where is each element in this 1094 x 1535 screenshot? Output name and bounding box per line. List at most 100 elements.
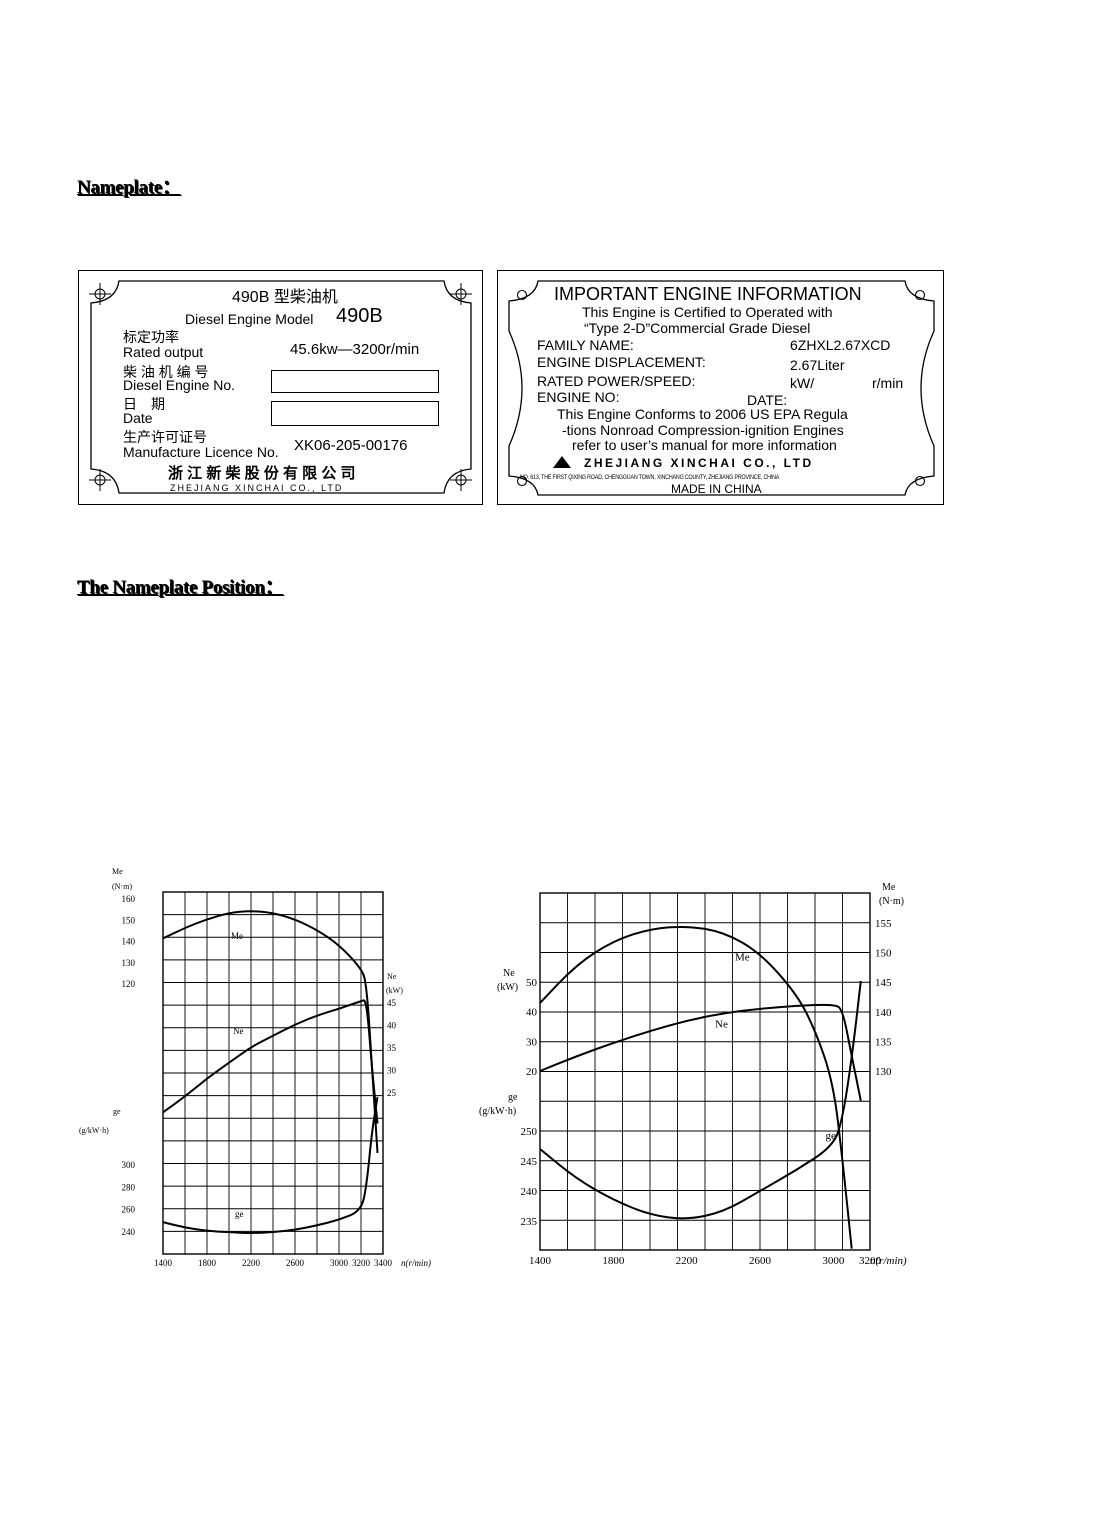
displacement-value: 2.67Liter: [790, 357, 845, 373]
fuel-tick-label: 300: [122, 1160, 136, 1170]
epa-line2: “Type 2-D”Commercial Grade Diesel: [584, 320, 811, 336]
power-axis-unit: (kW): [386, 986, 403, 995]
displacement-label: ENGINE DISPLACEMENT:: [537, 354, 706, 370]
series-ne-line: [539, 1003, 862, 1101]
fuel-tick-label: 240: [122, 1227, 136, 1237]
nameplate-heading: Nameplate：: [77, 177, 181, 198]
chart-grid: [539, 892, 871, 1251]
power-unit-rpm: r/min: [872, 375, 904, 391]
x-tick-label: 3000: [822, 1255, 845, 1267]
power-axis-unit: (kW): [497, 982, 518, 993]
date-label: DATE:: [747, 392, 788, 408]
power-tick-label: 30: [387, 1066, 397, 1076]
epa-line1: This Engine is Certified to Operated wit…: [582, 304, 833, 320]
licence-value: XK06-205-00176: [294, 437, 408, 454]
torque-axis-name: Me: [112, 867, 123, 876]
x-tick-label: 1400: [154, 1258, 173, 1268]
engine-no-label: ENGINE NO:: [537, 389, 620, 405]
torque-tick-label: 150: [875, 948, 892, 960]
plate-left-outline: [89, 280, 472, 494]
power-tick-label: 30: [526, 1036, 538, 1048]
rated-cn: 标定功率: [123, 329, 179, 345]
nameplate-490b: 490B 型柴油机 Diesel Engine Model 490B 标定功率 …: [78, 270, 483, 505]
epa-conform-3: refer to user’s manual for more informat…: [572, 437, 837, 453]
fuel-tick-label: 240: [521, 1186, 538, 1198]
rated-value: 45.6kw—3200r/min: [290, 341, 420, 358]
series-label: ge: [235, 1209, 244, 1219]
torque-tick-label: 145: [875, 977, 892, 989]
model-label: Diesel Engine Model: [185, 311, 314, 327]
chart-grid: [162, 891, 384, 1255]
licence-cn: 生产许可证号: [123, 429, 207, 445]
power-tick-label: 35: [387, 1043, 397, 1053]
fuel-axis-unit: (g/kW·h): [79, 1126, 109, 1135]
series-label: Ne: [715, 1019, 728, 1031]
position-heading: The Nameplate Position：: [77, 577, 284, 598]
fuel-tick-label: 260: [122, 1205, 136, 1215]
power-tick-label: 25: [387, 1088, 397, 1098]
x-tick-label: 2200: [242, 1258, 261, 1268]
x-tick-label: 2600: [749, 1255, 772, 1267]
x-tick-label: 3200: [859, 1255, 882, 1267]
company-en: ZHEJIANG XINCHAI CO., LTD: [170, 483, 344, 493]
power-label: RATED POWER/SPEED:: [537, 373, 696, 389]
power-axis-name: Ne: [503, 968, 515, 979]
series-label: Me: [231, 931, 243, 941]
fuel-axis-name: ge: [508, 1092, 518, 1103]
epa-conform-2: -tions Nonroad Compression-ignition Engi…: [562, 422, 844, 438]
power-tick-label: 50: [526, 977, 538, 989]
x-tick-label: 1800: [198, 1258, 217, 1268]
plate-right-outline: [508, 280, 935, 496]
torque-tick-label: 120: [122, 979, 136, 989]
epa-title: IMPORTANT ENGINE INFORMATION: [554, 284, 862, 304]
engine-no-cn: 柴 油 机 编 号: [123, 364, 209, 380]
torque-axis-unit: (N·m): [879, 896, 904, 907]
series-me-line: [162, 910, 379, 1154]
fuel-tick-label: 280: [122, 1182, 136, 1192]
fuel-axis-name: ge: [113, 1107, 121, 1116]
torque-tick-label: 135: [875, 1036, 892, 1048]
x-tick-label: 3000: [330, 1258, 349, 1268]
series-ne-line: [162, 999, 379, 1124]
x-axis-label: n(r/min): [401, 1258, 431, 1268]
rated-label: Rated output: [123, 344, 204, 360]
series-label: ge: [826, 1130, 837, 1142]
torque-tick-label: 130: [875, 1066, 892, 1078]
series-label: Me: [735, 952, 750, 964]
x-tick-label: 3400: [374, 1258, 393, 1268]
fuel-axis-unit: (g/kW·h): [479, 1106, 516, 1117]
torque-tick-label: 130: [122, 958, 136, 968]
epa-company: ZHEJIANG XINCHAI CO., LTD: [584, 456, 814, 470]
licence-label: Manufacture Licence No.: [123, 444, 279, 460]
xinchai-logo-icon: [553, 456, 571, 468]
torque-axis-name: Me: [882, 882, 896, 893]
family-value: 6ZHXL2.67XCD: [790, 337, 891, 353]
x-tick-label: 2600: [286, 1258, 305, 1268]
x-tick-label: 3200: [352, 1258, 371, 1268]
power-tick-label: 20: [526, 1066, 538, 1078]
power-tick-label: 40: [526, 1007, 538, 1019]
date-label: Date: [123, 410, 153, 426]
family-label: FAMILY NAME:: [537, 337, 634, 353]
fuel-tick-label: 250: [521, 1126, 538, 1138]
engine-no-label: Diesel Engine No.: [123, 377, 236, 393]
series-label: Ne: [233, 1026, 244, 1036]
torque-tick-label: 160: [122, 894, 136, 904]
power-axis-name: Ne: [387, 972, 397, 981]
torque-tick-label: 140: [875, 1007, 892, 1019]
fuel-tick-label: 245: [521, 1156, 538, 1168]
plate-title-cn: 490B 型柴油机: [232, 289, 338, 306]
torque-axis-unit: (N·m): [112, 882, 132, 891]
made-in-china: MADE IN CHINA: [671, 482, 762, 496]
series-ge-line: [162, 1096, 379, 1234]
company-cn: 浙 江 新 柴 股 份 有 限 公 司: [168, 465, 356, 482]
x-tick-label: 2200: [676, 1255, 699, 1267]
series-ge-line: [539, 980, 862, 1220]
epa-address: NO. 613, THE FIRST QIXING ROAD, CHENGGUA…: [520, 474, 780, 481]
power-tick-label: 40: [387, 1021, 397, 1031]
power-tick-label: 45: [387, 998, 397, 1008]
